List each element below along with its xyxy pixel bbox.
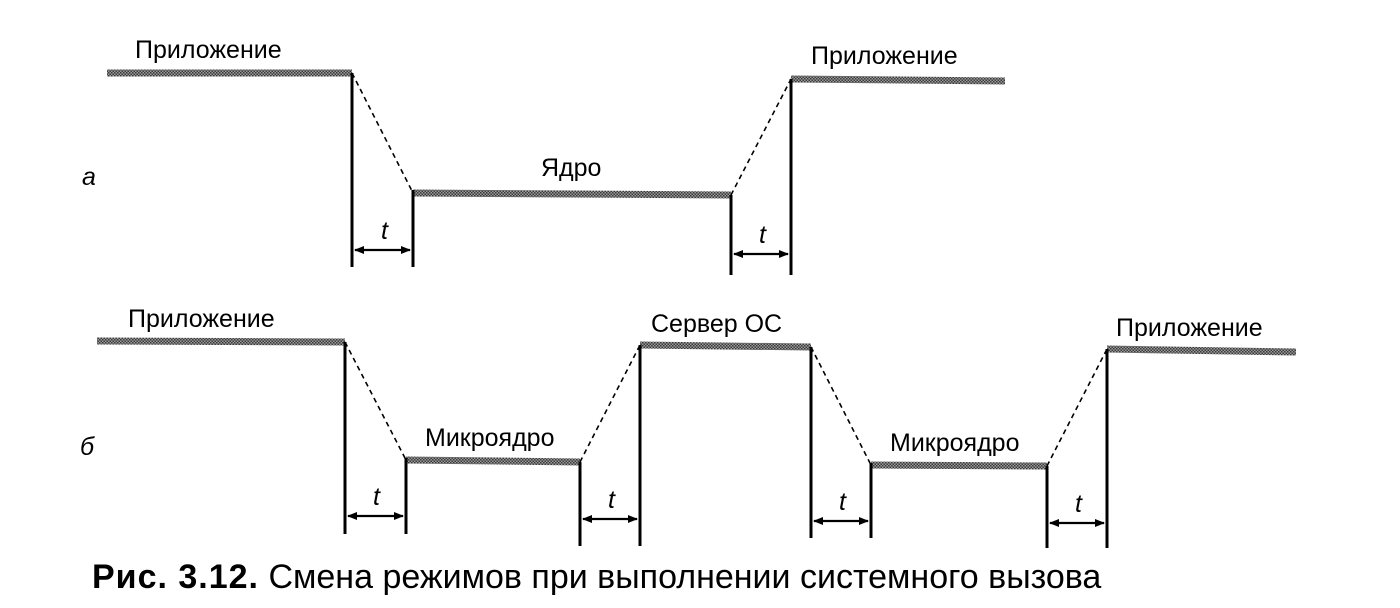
interval-label: t — [381, 217, 389, 245]
diagram-b: б Приложение Микроядро Сервер ОС Микрояд… — [80, 305, 1297, 548]
transition-slope — [810, 346, 872, 466]
transition-slope — [344, 341, 407, 461]
figure-number: Рис. 3.12. — [92, 558, 260, 596]
kernel-label: Ядро — [541, 154, 601, 182]
application-label: Приложение — [811, 42, 958, 70]
interval-label: t — [839, 488, 847, 516]
figure-caption-text: Смена режимов при выполнении системного … — [268, 558, 1102, 596]
microkernel-label: Микроядро — [890, 429, 1019, 457]
diagram-a-marker: а — [82, 163, 96, 191]
transition-slope — [730, 78, 792, 196]
transition-slope — [579, 344, 641, 463]
transition-slope — [1046, 348, 1108, 467]
interval-label: t — [373, 483, 381, 511]
interval-label: t — [608, 486, 616, 514]
application-level-line — [790, 75, 1006, 85]
kernel-level-line — [412, 189, 732, 199]
application-label: Приложение — [135, 36, 282, 64]
interval-label: t — [759, 221, 767, 249]
interval-label: t — [1075, 490, 1083, 518]
microkernel-level-line — [405, 456, 581, 466]
os-server-level-line — [639, 341, 812, 351]
figure-caption: Рис. 3.12. Смена режимов при выполнении … — [92, 555, 1332, 599]
transition-slope — [351, 72, 414, 194]
microkernel-level-line — [870, 461, 1048, 470]
diagram-a: а Приложение Ядро Приложение t t — [82, 36, 1006, 275]
application-label: Приложение — [128, 305, 275, 333]
application-label: Приложение — [1116, 314, 1263, 342]
application-level-line — [1106, 345, 1297, 356]
diagram-b-marker: б — [80, 433, 95, 461]
os-server-label: Сервер ОС — [651, 310, 782, 338]
application-level-line — [96, 337, 346, 346]
microkernel-label: Микроядро — [425, 424, 554, 452]
